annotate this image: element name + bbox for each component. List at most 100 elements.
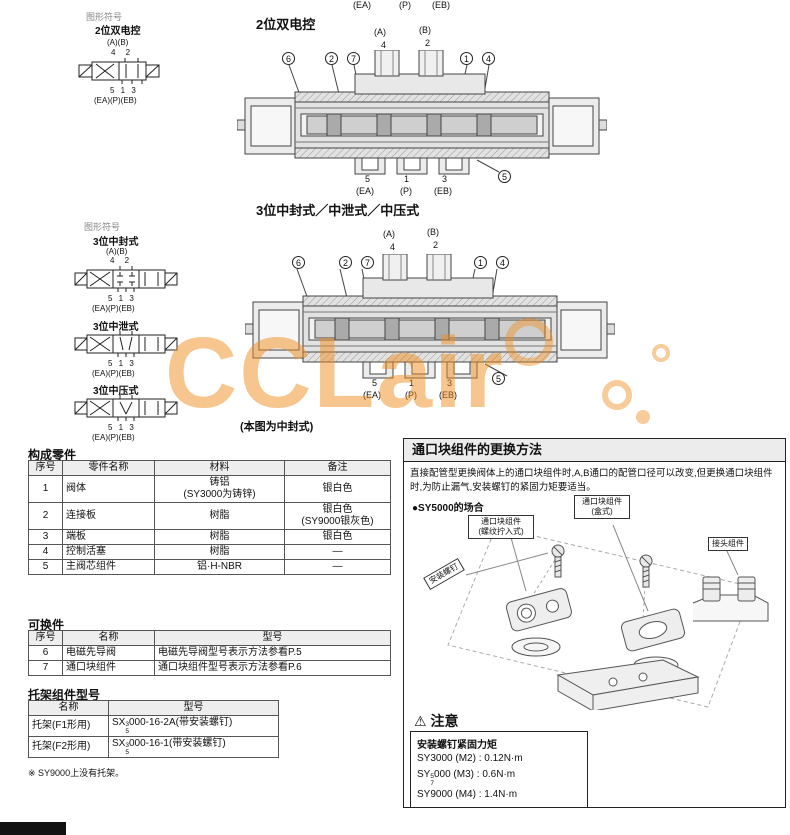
- symbol-port-label: (EA)(P)(EB): [94, 96, 137, 105]
- symbol-port-numbers: 5 1 3: [110, 86, 138, 95]
- valve-symbol-2pos: [78, 58, 160, 84]
- port-number: 4: [390, 242, 396, 252]
- callout-6: 6: [282, 52, 295, 65]
- model-text: SX: [112, 717, 126, 728]
- callout-2: 2: [325, 52, 338, 65]
- watermark-ring: [652, 344, 670, 362]
- table-cell: 铝·H-NBR: [154, 559, 285, 575]
- torque-line: SY9000 (M4) : 1.4N·m: [417, 787, 581, 803]
- table-cell: 2: [28, 502, 63, 530]
- port-number: 2: [425, 38, 431, 48]
- table-cell: —: [284, 559, 391, 575]
- table-cell: 端板: [62, 529, 155, 545]
- table-cell: 5: [28, 559, 63, 575]
- port-label: (EA): [363, 390, 381, 400]
- torque-text: SY9000 (M4) : 1.4N·m: [417, 789, 518, 800]
- callout-5: 5: [492, 372, 505, 385]
- symbol-section-label: 图形符号: [84, 222, 121, 232]
- torque-text: SY: [417, 769, 431, 780]
- symbol-port-label: (EA)(P)(EB): [92, 433, 135, 442]
- bracket-note: ※ SY9000上没有托架。: [28, 768, 125, 778]
- port-number: 1: [409, 378, 415, 388]
- table-cell: —: [284, 544, 391, 560]
- symbol-port-numbers: 4 2: [111, 48, 135, 57]
- col-header: 零件名称: [62, 460, 155, 476]
- table-cell: 连接板: [62, 502, 155, 530]
- port-number: 5: [365, 174, 371, 184]
- panel-title: 通口块组件的更换方法: [404, 439, 785, 462]
- valve-symbol-3pos-pressure: [74, 395, 178, 421]
- torque-line: SY3000 (M2) : 0.12N·m: [417, 751, 581, 767]
- watermark-dot: [636, 410, 650, 424]
- label-fitting-assembly: 接头组件: [708, 537, 748, 551]
- col-header: 序号: [28, 460, 63, 476]
- callout-1: 1: [474, 256, 487, 269]
- figure-title: 3位中封式／中泄式／中压式: [256, 203, 420, 218]
- port-label: (P): [405, 390, 417, 400]
- symbol-name: 3位中压式: [93, 386, 139, 397]
- table-cell: 阀体: [62, 475, 155, 503]
- table-cell: 电磁先导阀: [62, 645, 155, 661]
- symbol-port-label: (A)(B): [106, 247, 128, 256]
- model-stack-bottom: 5: [125, 748, 129, 756]
- table-header-row: 序号 名称 型号: [28, 630, 391, 646]
- col-header: 序号: [28, 630, 63, 646]
- table-cell: 银白色: [284, 475, 391, 503]
- replacement-panel: 通口块组件的更换方法 直接配管型更换阀体上的通口块组件时,A,B通口的配管口径可…: [403, 438, 786, 808]
- label-port-block-threaded: 通口块组件 (螺纹拧入式): [468, 515, 534, 539]
- label-port-block-cassette: 通口块组件 (盒式): [574, 495, 630, 519]
- table-cell: 控制活塞: [62, 544, 155, 560]
- panel-body-text: 直接配管型更换阀体上的通口块组件时,A,B通口的配管口径可以改变,但更换通口块组…: [410, 468, 773, 493]
- model-stack-bottom: 5: [125, 727, 129, 735]
- col-header: 型号: [154, 630, 391, 646]
- caution-title: 注意: [430, 713, 459, 729]
- table-cell: 托架(F2形用): [28, 736, 109, 758]
- col-header: 名称: [28, 700, 109, 716]
- col-header: 材料: [154, 460, 285, 476]
- torque-subtitle: 安装螺钉紧固力矩: [417, 740, 497, 751]
- table-cell: 通口块组件: [62, 660, 155, 676]
- table-cell: 4: [28, 544, 63, 560]
- table-cell: 3: [28, 529, 63, 545]
- port-label: (B): [419, 25, 431, 35]
- torque-stack-bottom: 7: [430, 779, 434, 787]
- table-cell: 树脂: [154, 529, 285, 545]
- symbol-name: 3位中封式: [93, 237, 139, 248]
- warning-icon: ⚠: [414, 713, 427, 729]
- table-cell: 铸铝 (SY3000为铸锌): [154, 475, 285, 503]
- port-number: 1: [404, 174, 410, 184]
- replaceable-heading: 可换件: [28, 618, 65, 632]
- callout-7: 7: [347, 52, 360, 65]
- model-text: 000-16-2A(带安装螺钉): [128, 717, 233, 728]
- case-label: ●SY5000的场合: [412, 503, 484, 514]
- model-text: 000-16-1(带安装螺钉): [128, 738, 226, 749]
- table-cell: 通口块组件型号表示方法参看P.6: [154, 660, 391, 676]
- port-label: (A): [383, 229, 395, 239]
- torque-text: SY3000 (M2) : 0.12N·m: [417, 753, 523, 764]
- symbol-name: 2位双电控: [95, 26, 141, 37]
- port-number: 2: [433, 240, 439, 250]
- figure-title: 2位双电控: [256, 17, 316, 32]
- table-cell: 1: [28, 475, 63, 503]
- symbol-port-numbers: 5 1 3: [108, 294, 136, 303]
- port-number: 4: [381, 40, 387, 50]
- table-cell: 银白色: [284, 529, 391, 545]
- symbol-port-numbers: 4 2: [110, 256, 134, 265]
- watermark-ring: [602, 380, 632, 410]
- table-cell: 银白色 (SY9000银灰色): [284, 502, 391, 530]
- port-label: (EB): [439, 390, 457, 400]
- symbol-port-numbers: 5 1 3: [108, 423, 136, 432]
- port-number: 3: [447, 378, 453, 388]
- port-label: (EA): [356, 186, 374, 196]
